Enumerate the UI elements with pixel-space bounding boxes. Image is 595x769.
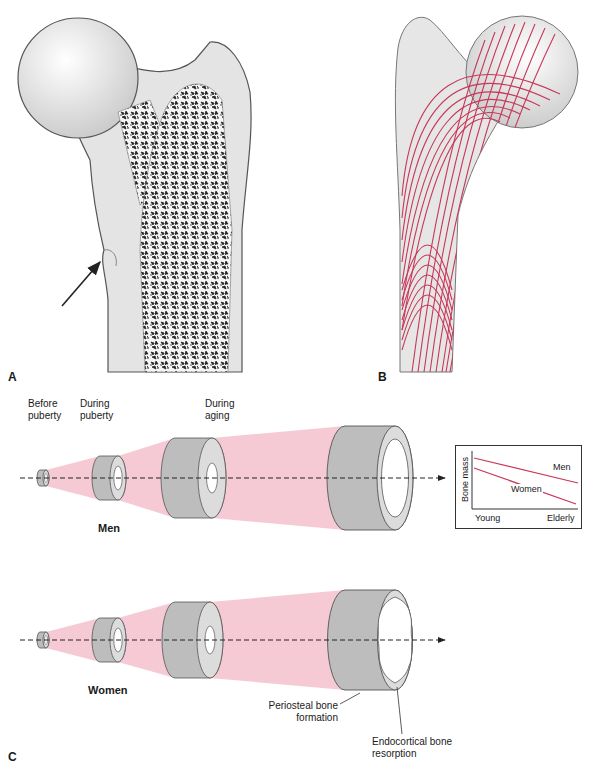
trabecular-femur bbox=[395, 16, 578, 372]
femur-section bbox=[18, 18, 251, 372]
chart-axis bbox=[472, 451, 578, 509]
group-label: Men bbox=[98, 522, 138, 535]
axis-tick-label: Elderly bbox=[546, 513, 576, 524]
panel-letter: C bbox=[8, 750, 28, 764]
series-label: Women bbox=[510, 484, 543, 495]
trend-line bbox=[474, 468, 576, 504]
axis-tick-label: Young bbox=[474, 513, 501, 524]
series-label: Men bbox=[552, 462, 572, 473]
stage-label: During puberty bbox=[80, 398, 128, 422]
process-label: Endocortical bone resorption bbox=[372, 736, 458, 760]
panel-letter: B bbox=[378, 370, 398, 384]
process-label: Periosteal bone formation bbox=[262, 700, 338, 724]
bone-growth-men bbox=[20, 426, 445, 530]
inset-graph-box: Bone mass MenWomenYoung Elderly bbox=[455, 445, 582, 529]
panel-letter: A bbox=[8, 370, 28, 384]
axis-title: Bone mass bbox=[460, 455, 471, 503]
trend-line bbox=[474, 458, 578, 483]
group-label: Women bbox=[88, 684, 148, 697]
stage-label: Before puberty bbox=[28, 398, 76, 422]
bone-growth-women bbox=[20, 590, 445, 734]
stage-label: During aging bbox=[205, 398, 249, 422]
